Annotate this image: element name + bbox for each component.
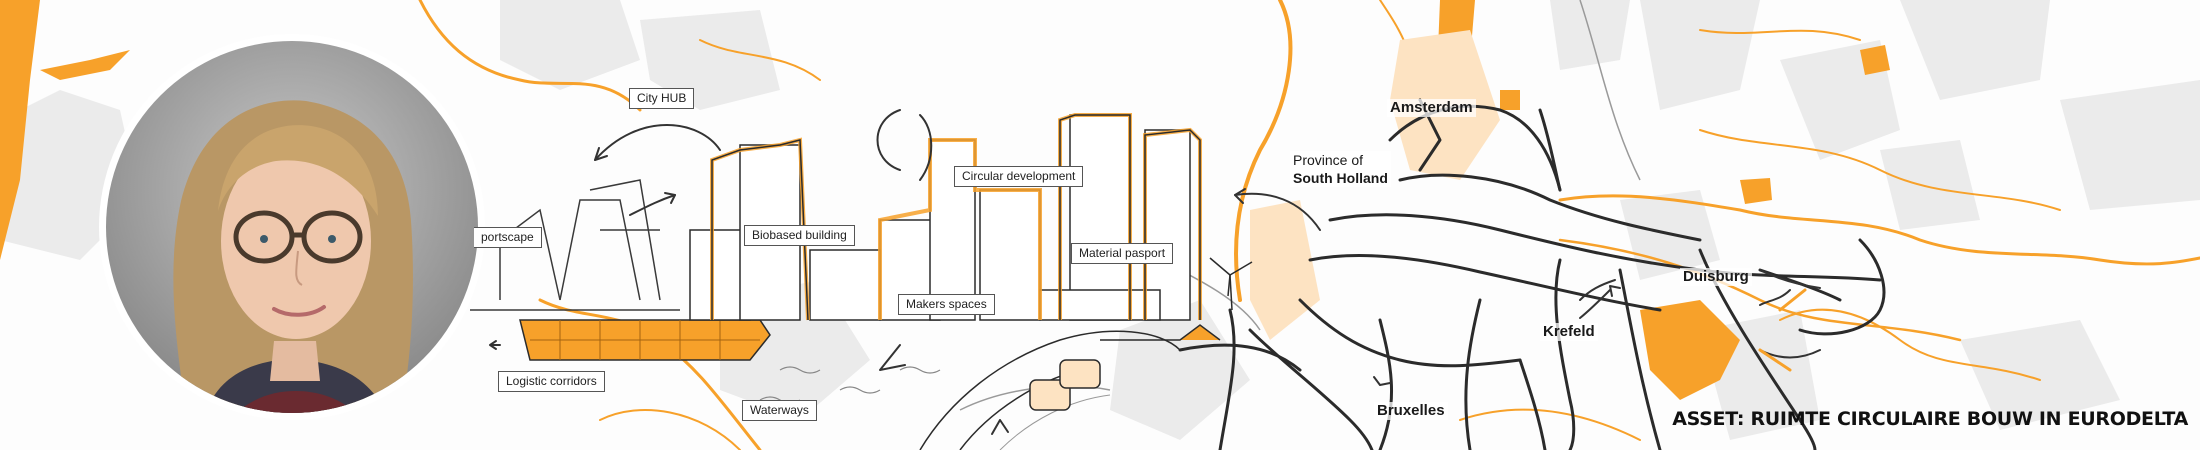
biobased-building-label: Biobased building <box>744 225 855 246</box>
person-photo <box>106 41 478 413</box>
makers-spaces-label: Makers spaces <box>898 294 995 315</box>
portscape-label: portscape <box>474 227 542 248</box>
waterways-label: Waterways <box>742 400 817 421</box>
amsterdam-label: Amsterdam <box>1387 99 1476 117</box>
krefeld-label: Krefeld <box>1540 323 1598 341</box>
circular-development-label: Circular development <box>954 166 1084 187</box>
banner-caption: ASSET: RUIMTE CIRCULAIRE BOUW IN EURODEL… <box>1672 408 2188 430</box>
duisburg-label: Duisburg <box>1680 268 1752 286</box>
province-label-line2: South Holland <box>1293 170 1388 186</box>
bruxelles-label: Bruxelles <box>1374 402 1448 420</box>
logistic-corridors-label: Logistic corridors <box>498 371 605 392</box>
city-hub-label: City HUB <box>629 88 695 109</box>
province-label: Province of South Holland <box>1290 151 1391 187</box>
material-pasport-label: Material pasport <box>1071 243 1174 264</box>
province-label-line1: Province of <box>1293 152 1364 168</box>
